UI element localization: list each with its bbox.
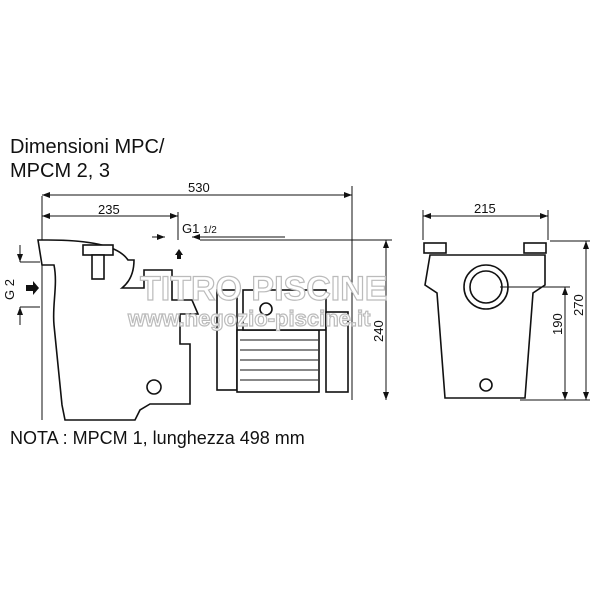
watermark-line-2: www.negozio-piscine.it [127,306,371,331]
pump-side-view [37,239,349,421]
dim-235: 235 [98,202,120,217]
note-text: NOTA : MPCM 1, lunghezza 498 mm [10,428,305,448]
inlet-arrow-icon [26,281,39,295]
dim-240: 240 [371,320,386,342]
pump-front-view [423,242,547,399]
dim-530: 530 [188,180,210,195]
outlet-arrow-icon [175,249,183,259]
title-line-1: Dimensioni MPC/ [10,136,165,158]
dim-215: 215 [474,201,496,216]
dim-190: 190 [550,313,565,335]
dim-270: 270 [571,294,586,316]
title-line-2: MPCM 2, 3 [10,160,111,182]
outlet-thread-label: G1 1/2 [182,221,217,236]
watermark-line-1: TITRO PISCINE [140,270,387,308]
inlet-thread-label: G 2 [2,279,17,300]
